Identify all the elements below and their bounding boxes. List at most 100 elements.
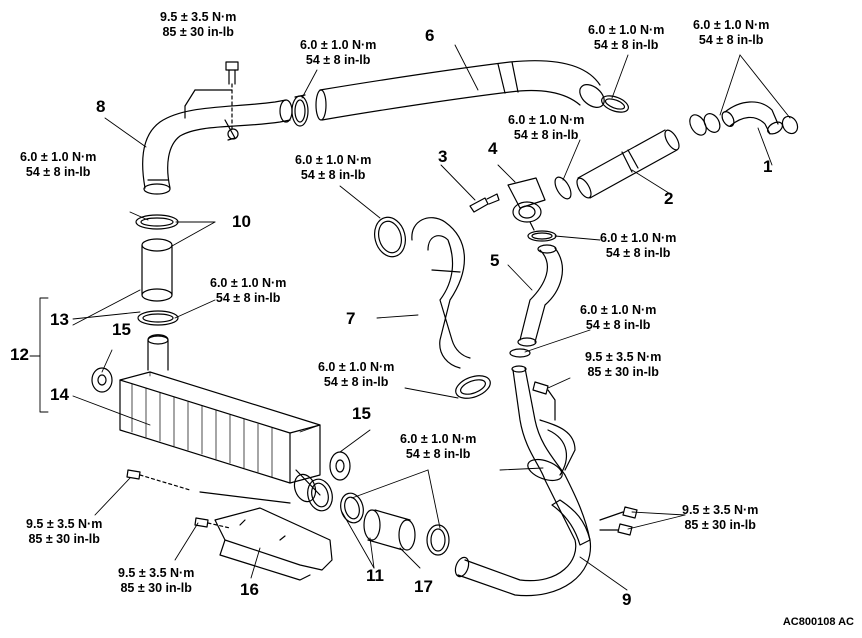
pipe-8 <box>142 99 293 195</box>
torque-inlb: 54 ± 8 in-lb <box>215 291 281 305</box>
torque-nm: 6.0 ± 1.0 N·m <box>693 18 770 32</box>
torque-inlb: 85 ± 30 in-lb <box>587 365 659 379</box>
bracket-16 <box>214 507 333 581</box>
torque-nm: 6.0 ± 1.0 N·m <box>318 360 395 374</box>
clamp-2-left <box>554 176 572 200</box>
clamp-7-bottom <box>455 375 491 399</box>
torque-nm: 9.5 ± 3.5 N·m <box>26 517 103 531</box>
torque-inlb: 85 ± 30 in-lb <box>684 518 756 532</box>
clamp-11-left <box>307 478 333 512</box>
torque-inlb: 85 ± 30 in-lb <box>162 25 234 39</box>
torque-nm: 6.0 ± 1.0 N·m <box>400 432 477 446</box>
mount-15-right <box>329 451 351 481</box>
torque-nm: 6.0 ± 1.0 N·m <box>600 231 677 245</box>
torque-nm: 9.5 ± 3.5 N·m <box>682 503 759 517</box>
clamp-5-bottom <box>509 348 531 358</box>
hose-7 <box>411 217 471 369</box>
clamp-6-right <box>601 95 629 113</box>
part-number-2: 2 <box>664 189 674 208</box>
torque-inlb: 54 ± 8 in-lb <box>593 38 659 52</box>
torque-inlb: 54 ± 8 in-lb <box>25 165 91 179</box>
leader-lines <box>29 44 791 591</box>
torque-nm: 6.0 ± 1.0 N·m <box>20 150 97 164</box>
part-number-7: 7 <box>346 309 356 328</box>
hose-6 <box>315 60 605 121</box>
part-number-10: 10 <box>232 212 251 231</box>
clamp-8-6 <box>291 94 309 127</box>
torque-nm: 9.5 ± 3.5 N·m <box>118 566 195 580</box>
bolt-9-right-b <box>599 523 633 536</box>
torque-inlb: 54 ± 8 in-lb <box>605 246 671 260</box>
part-number-1: 1 <box>763 157 773 176</box>
mount-15-left <box>91 367 113 393</box>
pipe-9 <box>454 365 592 597</box>
clamp-1-right <box>781 115 799 135</box>
clamp-17-right <box>426 524 450 556</box>
fitting-3 <box>469 193 500 213</box>
torque-nm: 6.0 ± 1.0 N·m <box>588 23 665 37</box>
torque-inlb: 54 ± 8 in-lb <box>300 168 366 182</box>
torque-inlb: 54 ± 8 in-lb <box>405 447 471 461</box>
part-number-15-left: 15 <box>112 320 131 339</box>
valve-4 <box>507 177 546 231</box>
part-number-17: 17 <box>414 577 433 596</box>
torque-nm: 9.5 ± 3.5 N·m <box>585 350 662 364</box>
bolt-16 <box>194 517 231 529</box>
clamp-7-top <box>374 216 406 258</box>
part-number-15-right: 15 <box>352 404 371 423</box>
figure-code: AC800108 AC <box>782 616 854 628</box>
bolt-top-left <box>184 61 239 131</box>
torque-inlb: 85 ± 30 in-lb <box>120 581 192 595</box>
torque-nm: 6.0 ± 1.0 N·m <box>210 276 287 290</box>
bolt-9-right-a <box>599 506 638 521</box>
hose-2 <box>576 129 680 199</box>
torque-inlb: 54 ± 8 in-lb <box>513 128 579 142</box>
part-number-11: 11 <box>366 566 384 585</box>
elbow-1 <box>721 101 783 135</box>
torque-inlb: 54 ± 8 in-lb <box>305 53 371 67</box>
intercooler-14 <box>119 334 321 504</box>
clamp-13 <box>137 310 179 326</box>
torque-inlb: 54 ± 8 in-lb <box>585 318 651 332</box>
clamp-1-left <box>703 113 721 133</box>
part-number-3: 3 <box>438 147 448 166</box>
torque-inlb: 85 ± 30 in-lb <box>28 532 100 546</box>
part-number-9: 9 <box>622 590 632 609</box>
part-number-8: 8 <box>96 97 106 116</box>
bolt-14 <box>126 469 191 491</box>
part-number-16: 16 <box>240 580 259 599</box>
part-number-5: 5 <box>490 251 500 270</box>
bolt-9-top <box>532 381 556 421</box>
torque-nm: 6.0 ± 1.0 N·m <box>300 38 377 52</box>
clamp-11-right <box>340 492 364 524</box>
part-number-14: 14 <box>50 385 69 404</box>
torque-nm: 6.0 ± 1.0 N·m <box>580 303 657 317</box>
torque-inlb: 54 ± 8 in-lb <box>698 33 764 47</box>
hose-10 <box>141 238 173 302</box>
clamp-4-bottom <box>527 230 557 242</box>
part-number-4: 4 <box>488 139 498 158</box>
part-number-12: 12 <box>10 345 29 364</box>
clamp-2-right <box>689 114 707 136</box>
torque-nm: 9.5 ± 3.5 N·m <box>160 10 237 24</box>
part-number-6: 6 <box>425 26 435 45</box>
hose-5 <box>517 244 564 347</box>
part-number-13: 13 <box>50 310 69 329</box>
torque-nm: 6.0 ± 1.0 N·m <box>295 153 372 167</box>
